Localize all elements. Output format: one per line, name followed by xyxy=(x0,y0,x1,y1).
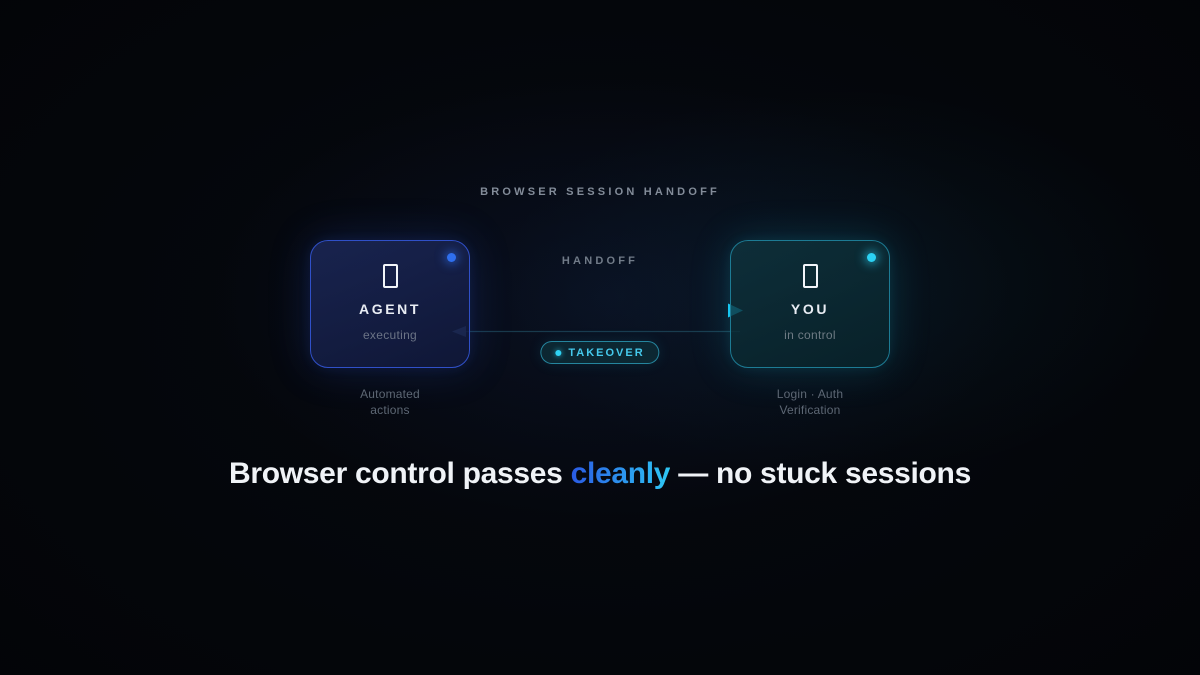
takeover-badge-label: TAKEOVER xyxy=(568,346,645,359)
headline: Browser control passes cleanly — no stuc… xyxy=(0,457,1200,491)
headline-pre: Browser control passes xyxy=(229,457,571,490)
you-card: YOU in control xyxy=(730,240,890,368)
you-caption-line2: Verification xyxy=(779,403,841,417)
headline-post: — no stuck sessions xyxy=(670,457,971,490)
user-glyph-icon xyxy=(802,264,818,288)
agent-caption-line2: actions xyxy=(370,403,410,417)
agent-caption-line1: Automated xyxy=(360,387,420,401)
you-card-status: in control xyxy=(784,328,836,342)
you-status-dot xyxy=(867,253,876,262)
agent-status-dot xyxy=(447,253,456,262)
takeover-dot-icon xyxy=(555,349,562,356)
you-caption-line1: Login · Auth xyxy=(776,387,844,401)
agent-glyph-icon xyxy=(382,264,398,288)
agent-caption: Automated actions xyxy=(310,386,470,418)
eyebrow-title: BROWSER SESSION HANDOFF xyxy=(480,186,720,198)
agent-card-status: executing xyxy=(362,328,418,342)
agent-card-label: AGENT xyxy=(359,301,421,317)
agent-card: AGENT executing xyxy=(310,240,470,368)
you-caption: Login · Auth Verification xyxy=(730,386,890,418)
handoff-label: HANDOFF xyxy=(561,255,639,267)
headline-highlight: cleanly xyxy=(570,457,671,490)
takeover-badge: TAKEOVER xyxy=(540,341,660,364)
you-card-label: YOU xyxy=(790,301,830,317)
